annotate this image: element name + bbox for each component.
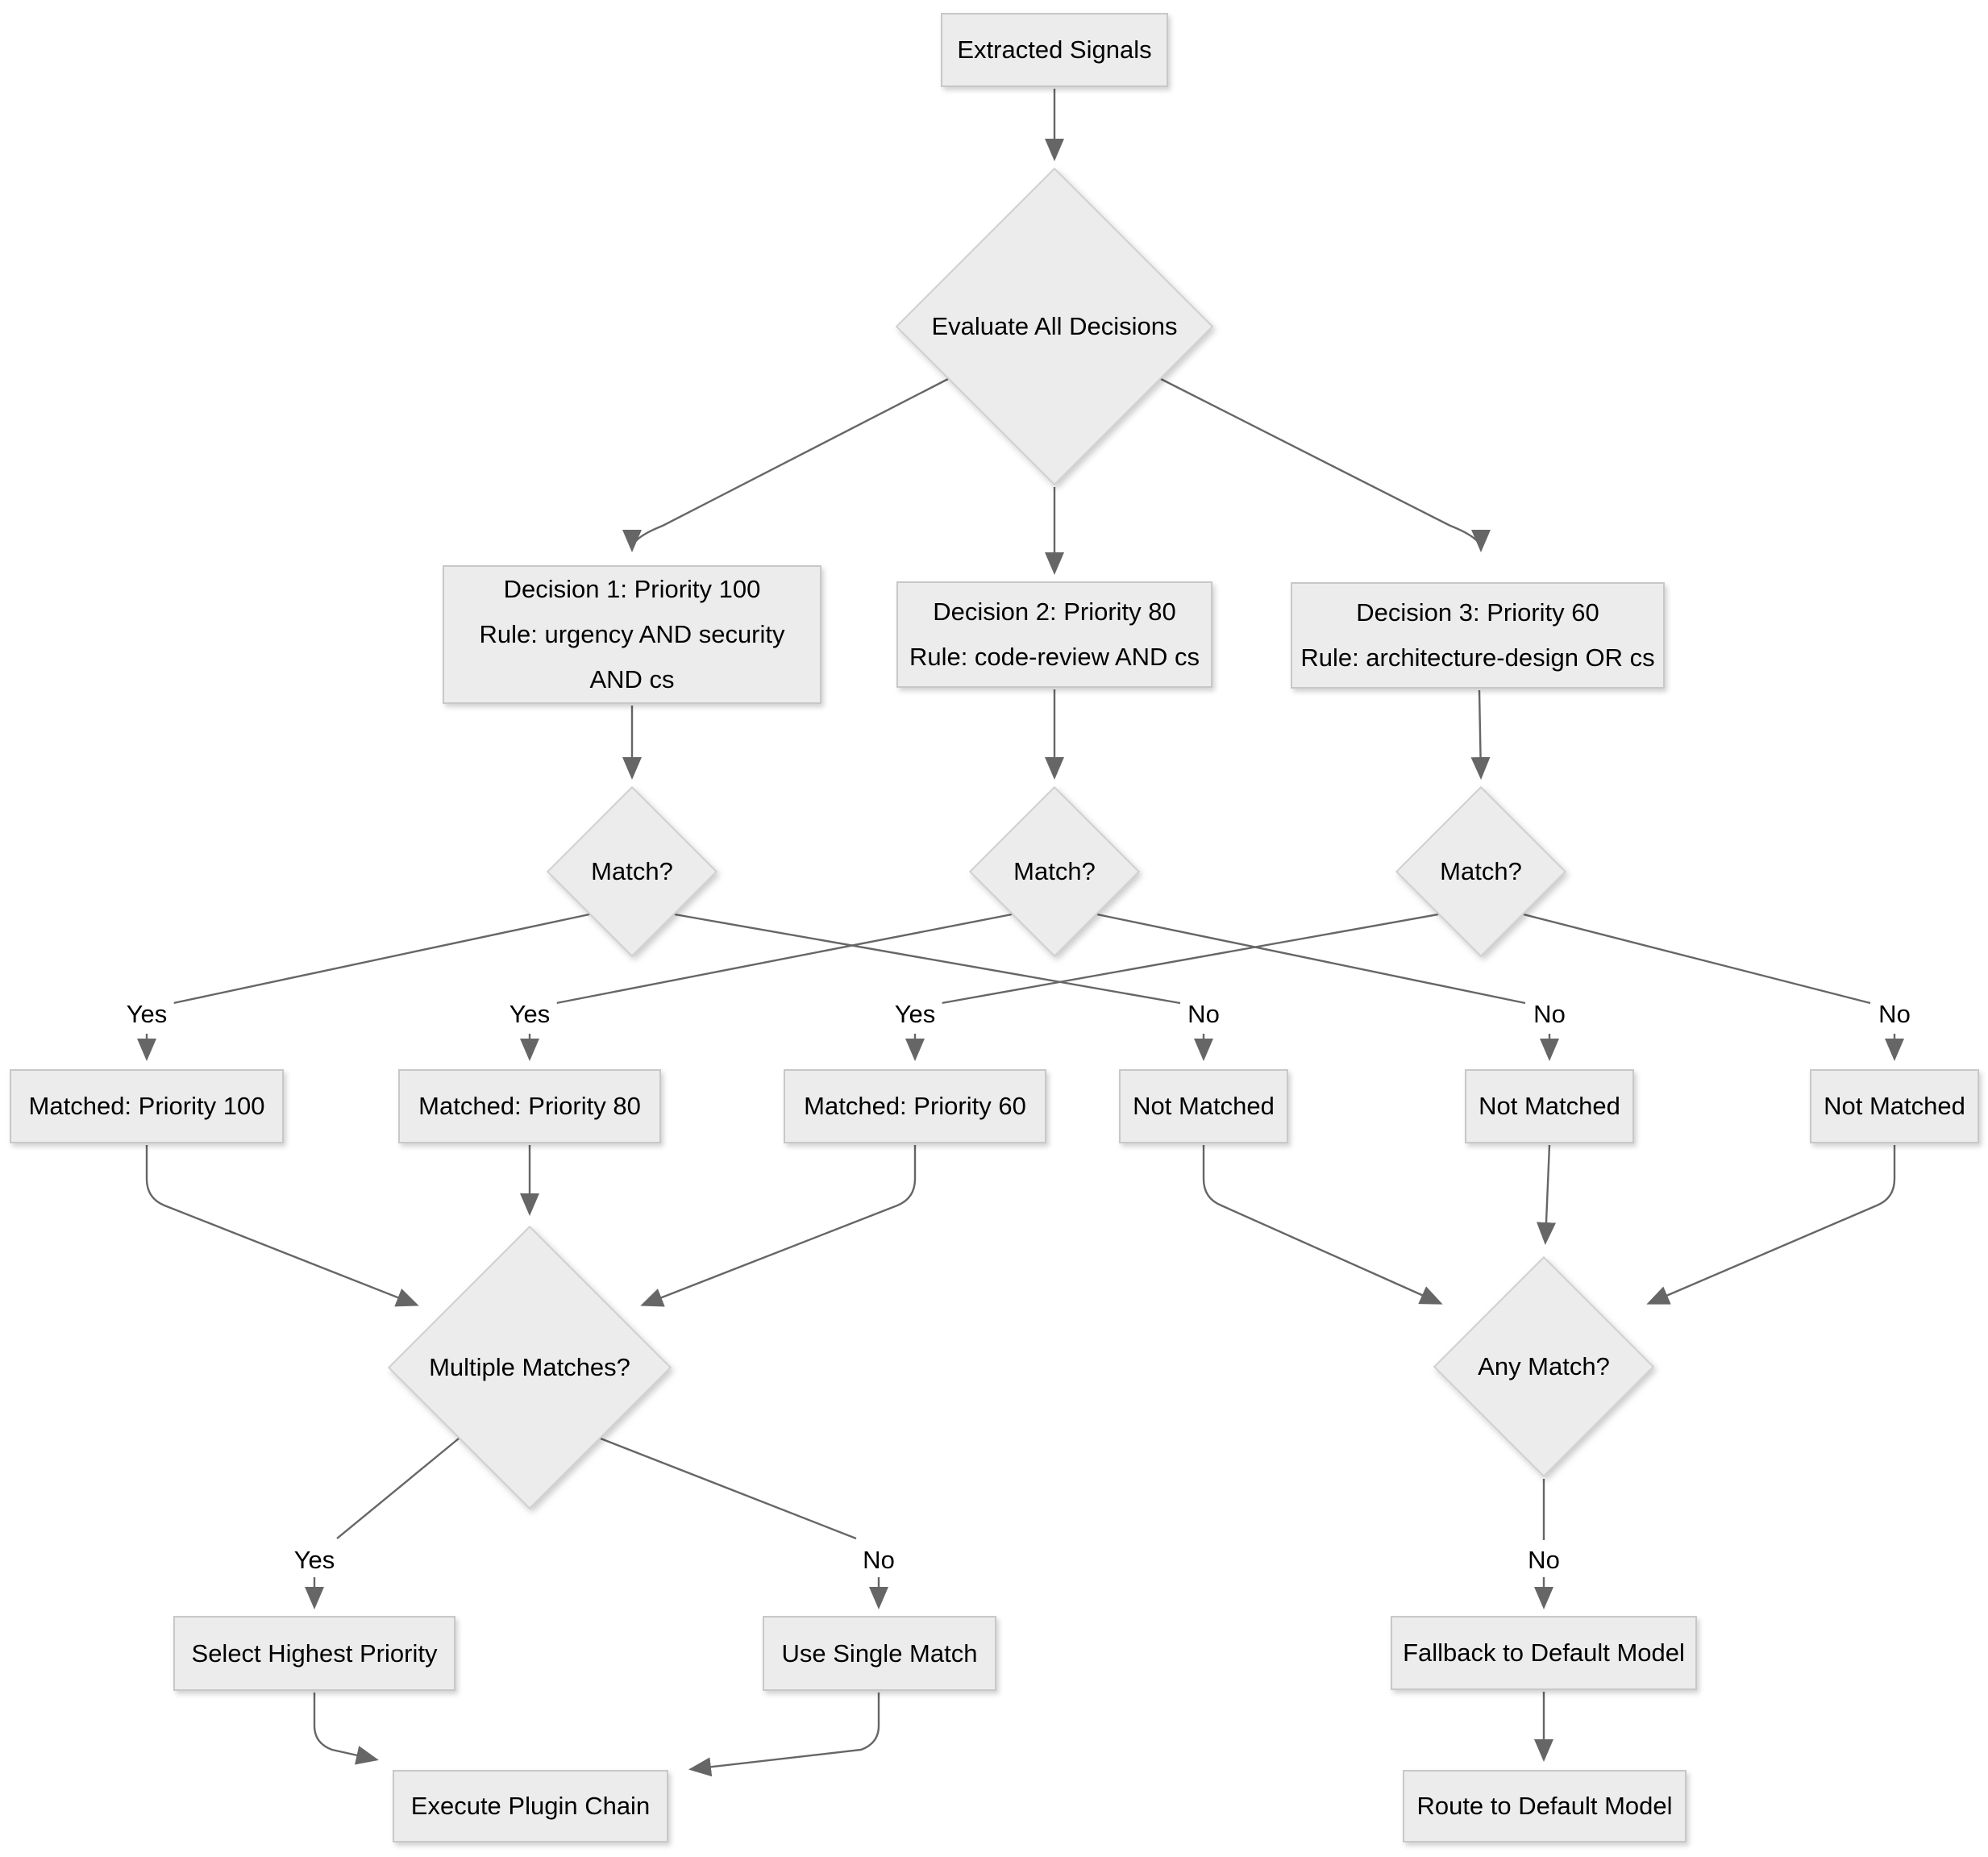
edge-evaluate-to-decision1 <box>622 377 949 552</box>
edge-select-to-execute <box>313 1693 379 1765</box>
any-match-diamond-label: Any Match? <box>1478 1352 1610 1380</box>
node-match-2: Match? <box>968 785 1141 958</box>
match2-diamond-label: Match? <box>1013 857 1096 885</box>
edge-multiple-yes-diagonal <box>336 1438 460 1539</box>
node-matched-priority-80: Matched: Priority 80 <box>398 1069 661 1143</box>
node-decision-1: Decision 1: Priority 100 Rule: urgency A… <box>443 565 821 704</box>
edge-matched100-to-multiple <box>145 1145 419 1307</box>
node-any-match: Any Match? <box>1433 1255 1655 1478</box>
node-route-to-default-model: Route to Default Model <box>1403 1770 1686 1842</box>
node-decision-3: Decision 3: Priority 60 Rule: architectu… <box>1291 582 1665 689</box>
edge-match1-no-diagonal <box>674 913 1181 1005</box>
node-not-matched-3: Not Matched <box>1810 1069 1979 1143</box>
match1-diamond-label: Match? <box>591 857 673 885</box>
match3-diamond-label: Match? <box>1440 857 1522 885</box>
multiple-matches-diamond-label: Multiple Matches? <box>429 1353 630 1381</box>
edge-label-multiple-no: No <box>856 1544 901 1576</box>
edge-label-match2-no: No <box>1527 998 1572 1031</box>
edge-label-match1-yes: Yes <box>119 998 174 1031</box>
node-select-highest-priority: Select Highest Priority <box>173 1616 455 1691</box>
edge-notmatched3-to-anymatch <box>1646 1145 1896 1305</box>
edge-match3-yes-diagonal <box>941 913 1439 1005</box>
edge-label-match1-no: No <box>1181 998 1226 1031</box>
node-not-matched-2: Not Matched <box>1465 1069 1634 1143</box>
edge-match2-yes-diagonal <box>555 913 1013 1005</box>
node-match-3: Match? <box>1395 785 1567 958</box>
edge-evaluate-to-decision3 <box>1160 377 1491 552</box>
edge-notmatched1-to-anymatch <box>1202 1145 1443 1305</box>
edge-label-anymatch-no: No <box>1521 1544 1566 1576</box>
edge-match3-no-diagonal <box>1523 913 1871 1005</box>
node-decision-2: Decision 2: Priority 80 Rule: code-revie… <box>896 581 1212 688</box>
node-use-single-match: Use Single Match <box>763 1616 996 1691</box>
node-fallback-to-default-model: Fallback to Default Model <box>1391 1616 1697 1690</box>
edge-label-match3-no: No <box>1872 998 1917 1031</box>
node-not-matched-1: Not Matched <box>1119 1069 1288 1143</box>
edge-multiple-no-diagonal <box>600 1437 857 1540</box>
edge-decision3-to-match3 <box>1470 689 1491 780</box>
edge-label-match3-yes: Yes <box>888 998 942 1031</box>
node-matched-priority-60: Matched: Priority 60 <box>784 1069 1046 1143</box>
node-extracted-signals: Extracted Signals <box>941 13 1168 87</box>
edge-label-match2-yes: Yes <box>502 998 557 1031</box>
edge-match1-yes-diagonal <box>173 913 590 1005</box>
edge-notmatched2-to-anymatch <box>1537 1144 1556 1245</box>
edge-match2-no-diagonal <box>1096 913 1526 1005</box>
evaluate-diamond-label: Evaluate All Decisions <box>931 312 1178 340</box>
node-execute-plugin-chain: Execute Plugin Chain <box>393 1770 668 1842</box>
edge-matched60-to-multiple <box>640 1145 917 1307</box>
node-multiple-matches: Multiple Matches? <box>387 1225 672 1510</box>
node-evaluate-all-decisions: Evaluate All Decisions <box>895 167 1214 486</box>
edge-single-to-execute <box>688 1693 880 1777</box>
node-matched-priority-100: Matched: Priority 100 <box>10 1069 284 1143</box>
edge-label-multiple-yes: Yes <box>287 1544 342 1576</box>
node-match-1: Match? <box>546 785 718 958</box>
